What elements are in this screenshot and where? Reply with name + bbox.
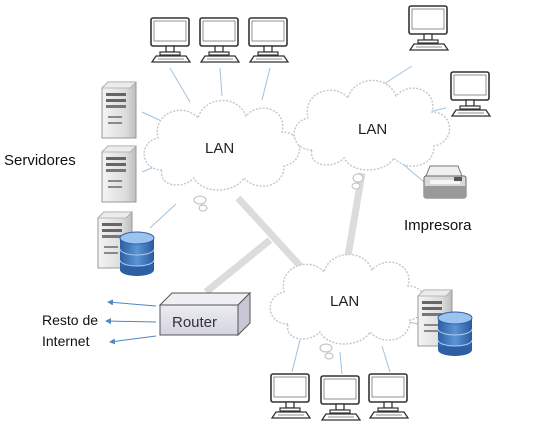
conn-pc7 <box>339 351 343 375</box>
computer-icon <box>450 71 491 117</box>
lan-cloud-2 <box>293 79 451 190</box>
lan-cloud-3 <box>269 253 427 360</box>
link-router-lan <box>203 237 273 295</box>
router-box-front <box>159 304 239 336</box>
computer-icon <box>408 5 449 51</box>
cloud-icon <box>193 195 208 212</box>
conn-pc1 <box>169 67 191 103</box>
server-icon <box>101 145 137 203</box>
lan-label: LAN <box>358 121 388 138</box>
lan-cloud-1 <box>143 99 301 212</box>
arrow-to-internet-3 <box>109 335 157 345</box>
link-lan1-lan3 <box>235 195 305 271</box>
database-server-icon <box>417 289 473 357</box>
conn-pc3 <box>261 67 271 101</box>
internet-label-line-2: Internet <box>42 333 90 349</box>
router-icon <box>158 291 252 337</box>
router-label: Router <box>172 314 218 331</box>
lan-label: LAN <box>330 293 360 310</box>
conn-server3 <box>149 203 177 229</box>
arrow-to-internet-2 <box>105 318 157 325</box>
conn-pc4 <box>383 65 413 85</box>
computer-icon <box>248 17 289 63</box>
computer-icon <box>320 375 361 421</box>
internet-label-line-1: Resto de <box>42 312 99 328</box>
database-server-icon <box>97 211 155 277</box>
arrow-to-internet-1 <box>107 299 157 307</box>
lan-label: LAN <box>205 140 235 157</box>
printer-icon <box>423 165 467 199</box>
internet-label: Resto de Internet <box>42 310 98 352</box>
computer-icon <box>368 373 409 419</box>
conn-pc8 <box>381 345 391 373</box>
servers-label: Servidores <box>4 152 76 169</box>
cloud-icon <box>351 173 364 190</box>
internet-arrows <box>105 299 157 345</box>
server-icon <box>101 81 137 139</box>
computer-icon <box>199 17 240 63</box>
printer-label: Impresora <box>404 217 472 234</box>
cloud-icon <box>319 343 334 360</box>
computer-icon <box>150 17 191 63</box>
computer-icon <box>270 373 311 419</box>
conn-pc6 <box>291 339 301 373</box>
conn-pc2 <box>219 67 223 97</box>
